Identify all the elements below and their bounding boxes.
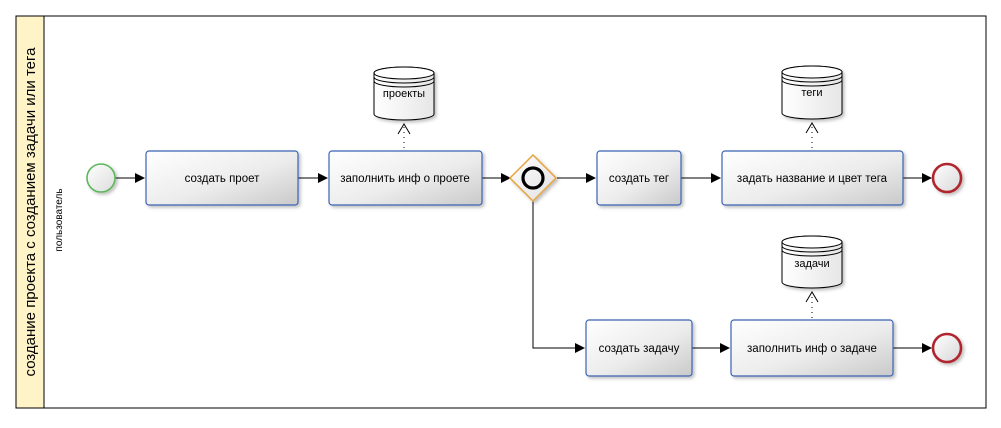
task-create-task[interactable]: создать задачу — [585, 319, 693, 377]
task-create-tag[interactable]: создать тег — [596, 150, 682, 206]
data-store-tasks[interactable]: задачи — [781, 235, 843, 289]
data-store-label: теги — [801, 87, 822, 99]
task-label: создать тег — [609, 173, 669, 185]
pool-title: создание проекта с созданием задачи или … — [22, 47, 39, 377]
sequence-flows — [115, 173, 932, 353]
task-fill-task-info[interactable]: заполнить инф о задаче — [730, 319, 894, 377]
task-label: заполнить инф о проете — [340, 173, 470, 185]
data-store-label: проекты — [383, 88, 425, 100]
task-fill-project-info[interactable]: заполнить инф о проете — [328, 150, 483, 206]
pool-header — [15, 15, 45, 409]
task-label: создать задачу — [599, 343, 680, 355]
lane-title: пользователь — [54, 188, 65, 251]
data-associations — [397, 122, 819, 318]
inclusive-gateway[interactable] — [508, 153, 558, 203]
data-store-tags[interactable]: теги — [781, 65, 843, 120]
task-set-tag-name-color[interactable]: задать название и цвет тега — [721, 150, 904, 206]
task-create-project[interactable]: создать проет — [145, 150, 299, 206]
data-store-projects[interactable]: проекты — [373, 66, 435, 121]
end-event-task[interactable] — [931, 332, 963, 364]
start-event[interactable] — [86, 163, 116, 193]
data-store-label: задачи — [794, 258, 829, 270]
association-projects — [397, 123, 411, 148]
task-label: заполнить инф о задаче — [747, 343, 877, 355]
task-label: задать название и цвет тега — [737, 173, 888, 185]
association-tags — [805, 122, 819, 148]
association-tasks — [805, 291, 819, 318]
task-label: создать проет — [185, 173, 261, 185]
end-event-tag[interactable] — [931, 162, 963, 194]
gateway-circle-icon — [521, 166, 545, 190]
flow-gateway-to-create-task[interactable] — [532, 201, 585, 353]
